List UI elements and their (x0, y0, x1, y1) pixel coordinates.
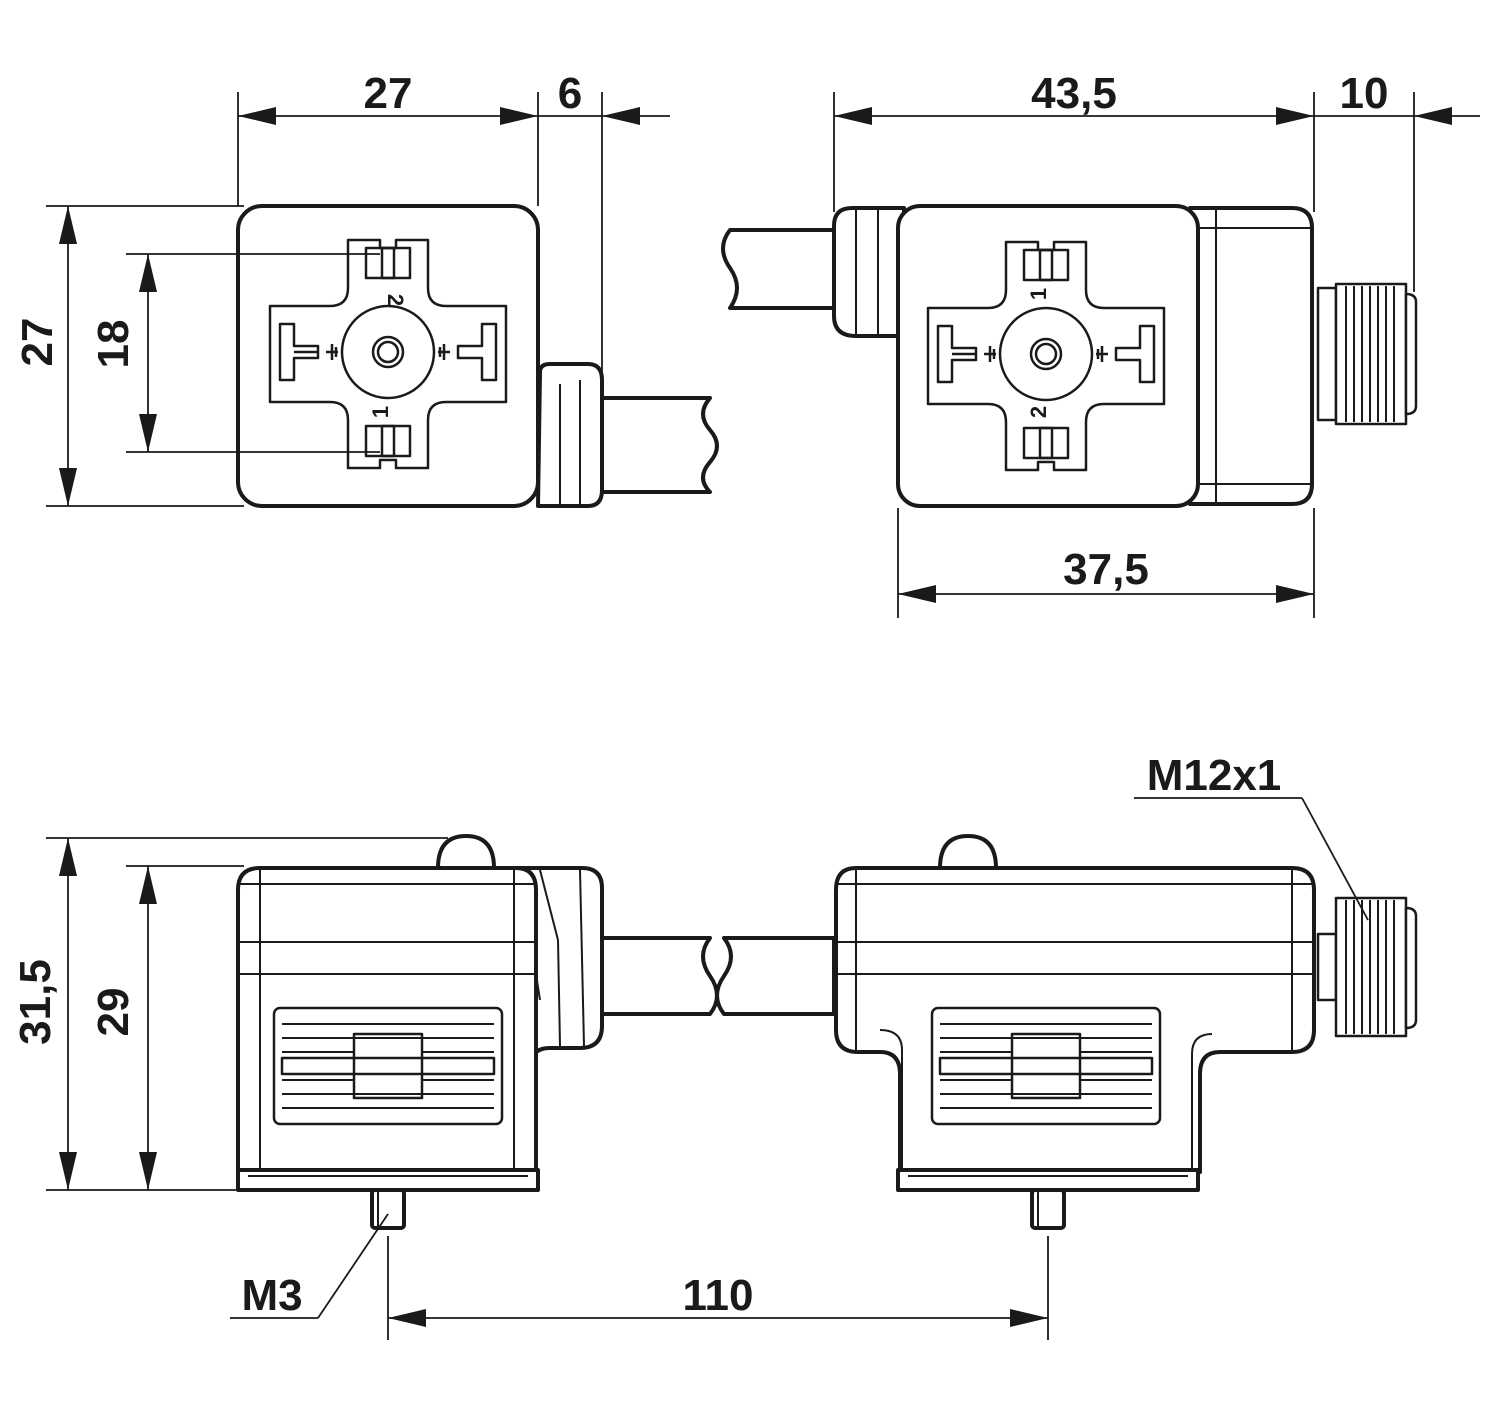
callout-label: M3 (241, 1271, 302, 1320)
dimension-label: 27 (364, 69, 413, 118)
dimension-side-total-height: 31,5 (11, 837, 448, 1191)
thread-lines-bottom (1345, 900, 1395, 1034)
pin-label-right-bottom: 2 (1026, 406, 1051, 418)
side-view-right (715, 834, 1418, 1230)
dimension-label: 43,5 (1031, 69, 1117, 118)
callout-connector-thread: M12x1 (1134, 751, 1369, 921)
dimension-label: 27 (13, 318, 62, 367)
dimension-front-right-length: 43,5 (833, 69, 1315, 212)
pin-label-left-top: 2 (383, 294, 408, 306)
dimension-side-body-height: 29 (89, 865, 244, 1190)
callout-label: M12x1 (1147, 751, 1282, 800)
dimension-label: 29 (89, 988, 138, 1037)
dimension-front-right-body-width: 37,5 (897, 508, 1315, 618)
dimension-label: 110 (683, 1271, 754, 1320)
dimension-label: 6 (558, 69, 582, 118)
dimension-front-left-height: 27 (13, 205, 244, 507)
dimension-front-right-thread-length: 10 (1314, 69, 1480, 292)
pin-label-left-bottom: 1 (368, 406, 393, 418)
dimension-label: 18 (89, 320, 138, 369)
dimension-label: 10 (1340, 69, 1389, 118)
dimension-front-left-offset: 6 (538, 69, 670, 380)
front-view-right: 1 2 (721, 204, 1418, 508)
thread-lines-top (1345, 286, 1395, 422)
dimension-label: 37,5 (1063, 545, 1149, 594)
front-view-left: 2 1 (236, 204, 719, 508)
pin-label-right-top: 1 (1026, 288, 1051, 300)
dimension-front-left-width: 27 (237, 69, 539, 206)
dimension-front-left-pin-spacing: 18 (89, 253, 380, 453)
dimension-label: 31,5 (11, 959, 60, 1045)
side-view-left (236, 834, 719, 1230)
callout-screw-thread: M3 (230, 1213, 389, 1320)
dimension-screw-spacing: 110 (387, 1236, 1049, 1340)
